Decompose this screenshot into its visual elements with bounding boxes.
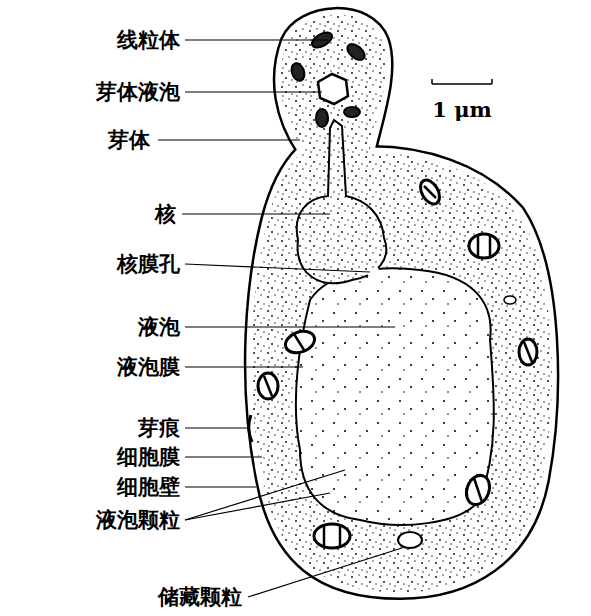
mitochondrion-cristae	[264, 186, 532, 546]
scale-bar	[432, 79, 492, 84]
bud-vacuole	[318, 74, 348, 104]
cell-membrane	[249, 12, 554, 595]
part-label: 芽体液泡	[96, 80, 180, 103]
part-label: 线粒体	[117, 28, 180, 51]
storage-granule	[398, 532, 422, 548]
cell-wall	[249, 12, 554, 595]
part-label: 核	[155, 202, 176, 225]
part-label: 液泡膜	[117, 355, 180, 378]
mitochondria	[258, 177, 537, 548]
leader-lines	[158, 40, 405, 597]
mitochondria	[289, 29, 367, 127]
scale-label: 1 μm	[432, 98, 492, 121]
nucleus	[297, 120, 387, 283]
vacuole	[296, 268, 494, 525]
part-label: 芽痕	[138, 416, 180, 439]
part-label: 细胞壁	[117, 475, 180, 498]
part-label: 液泡	[138, 315, 180, 338]
storage-granule	[504, 296, 516, 304]
part-label: 核膜孔	[117, 252, 180, 275]
part-label: 芽体	[108, 128, 150, 151]
part-label: 细胞膜	[117, 445, 180, 468]
part-label: 储藏颗粒	[158, 585, 242, 608]
part-label: 液泡颗粒	[96, 508, 180, 531]
